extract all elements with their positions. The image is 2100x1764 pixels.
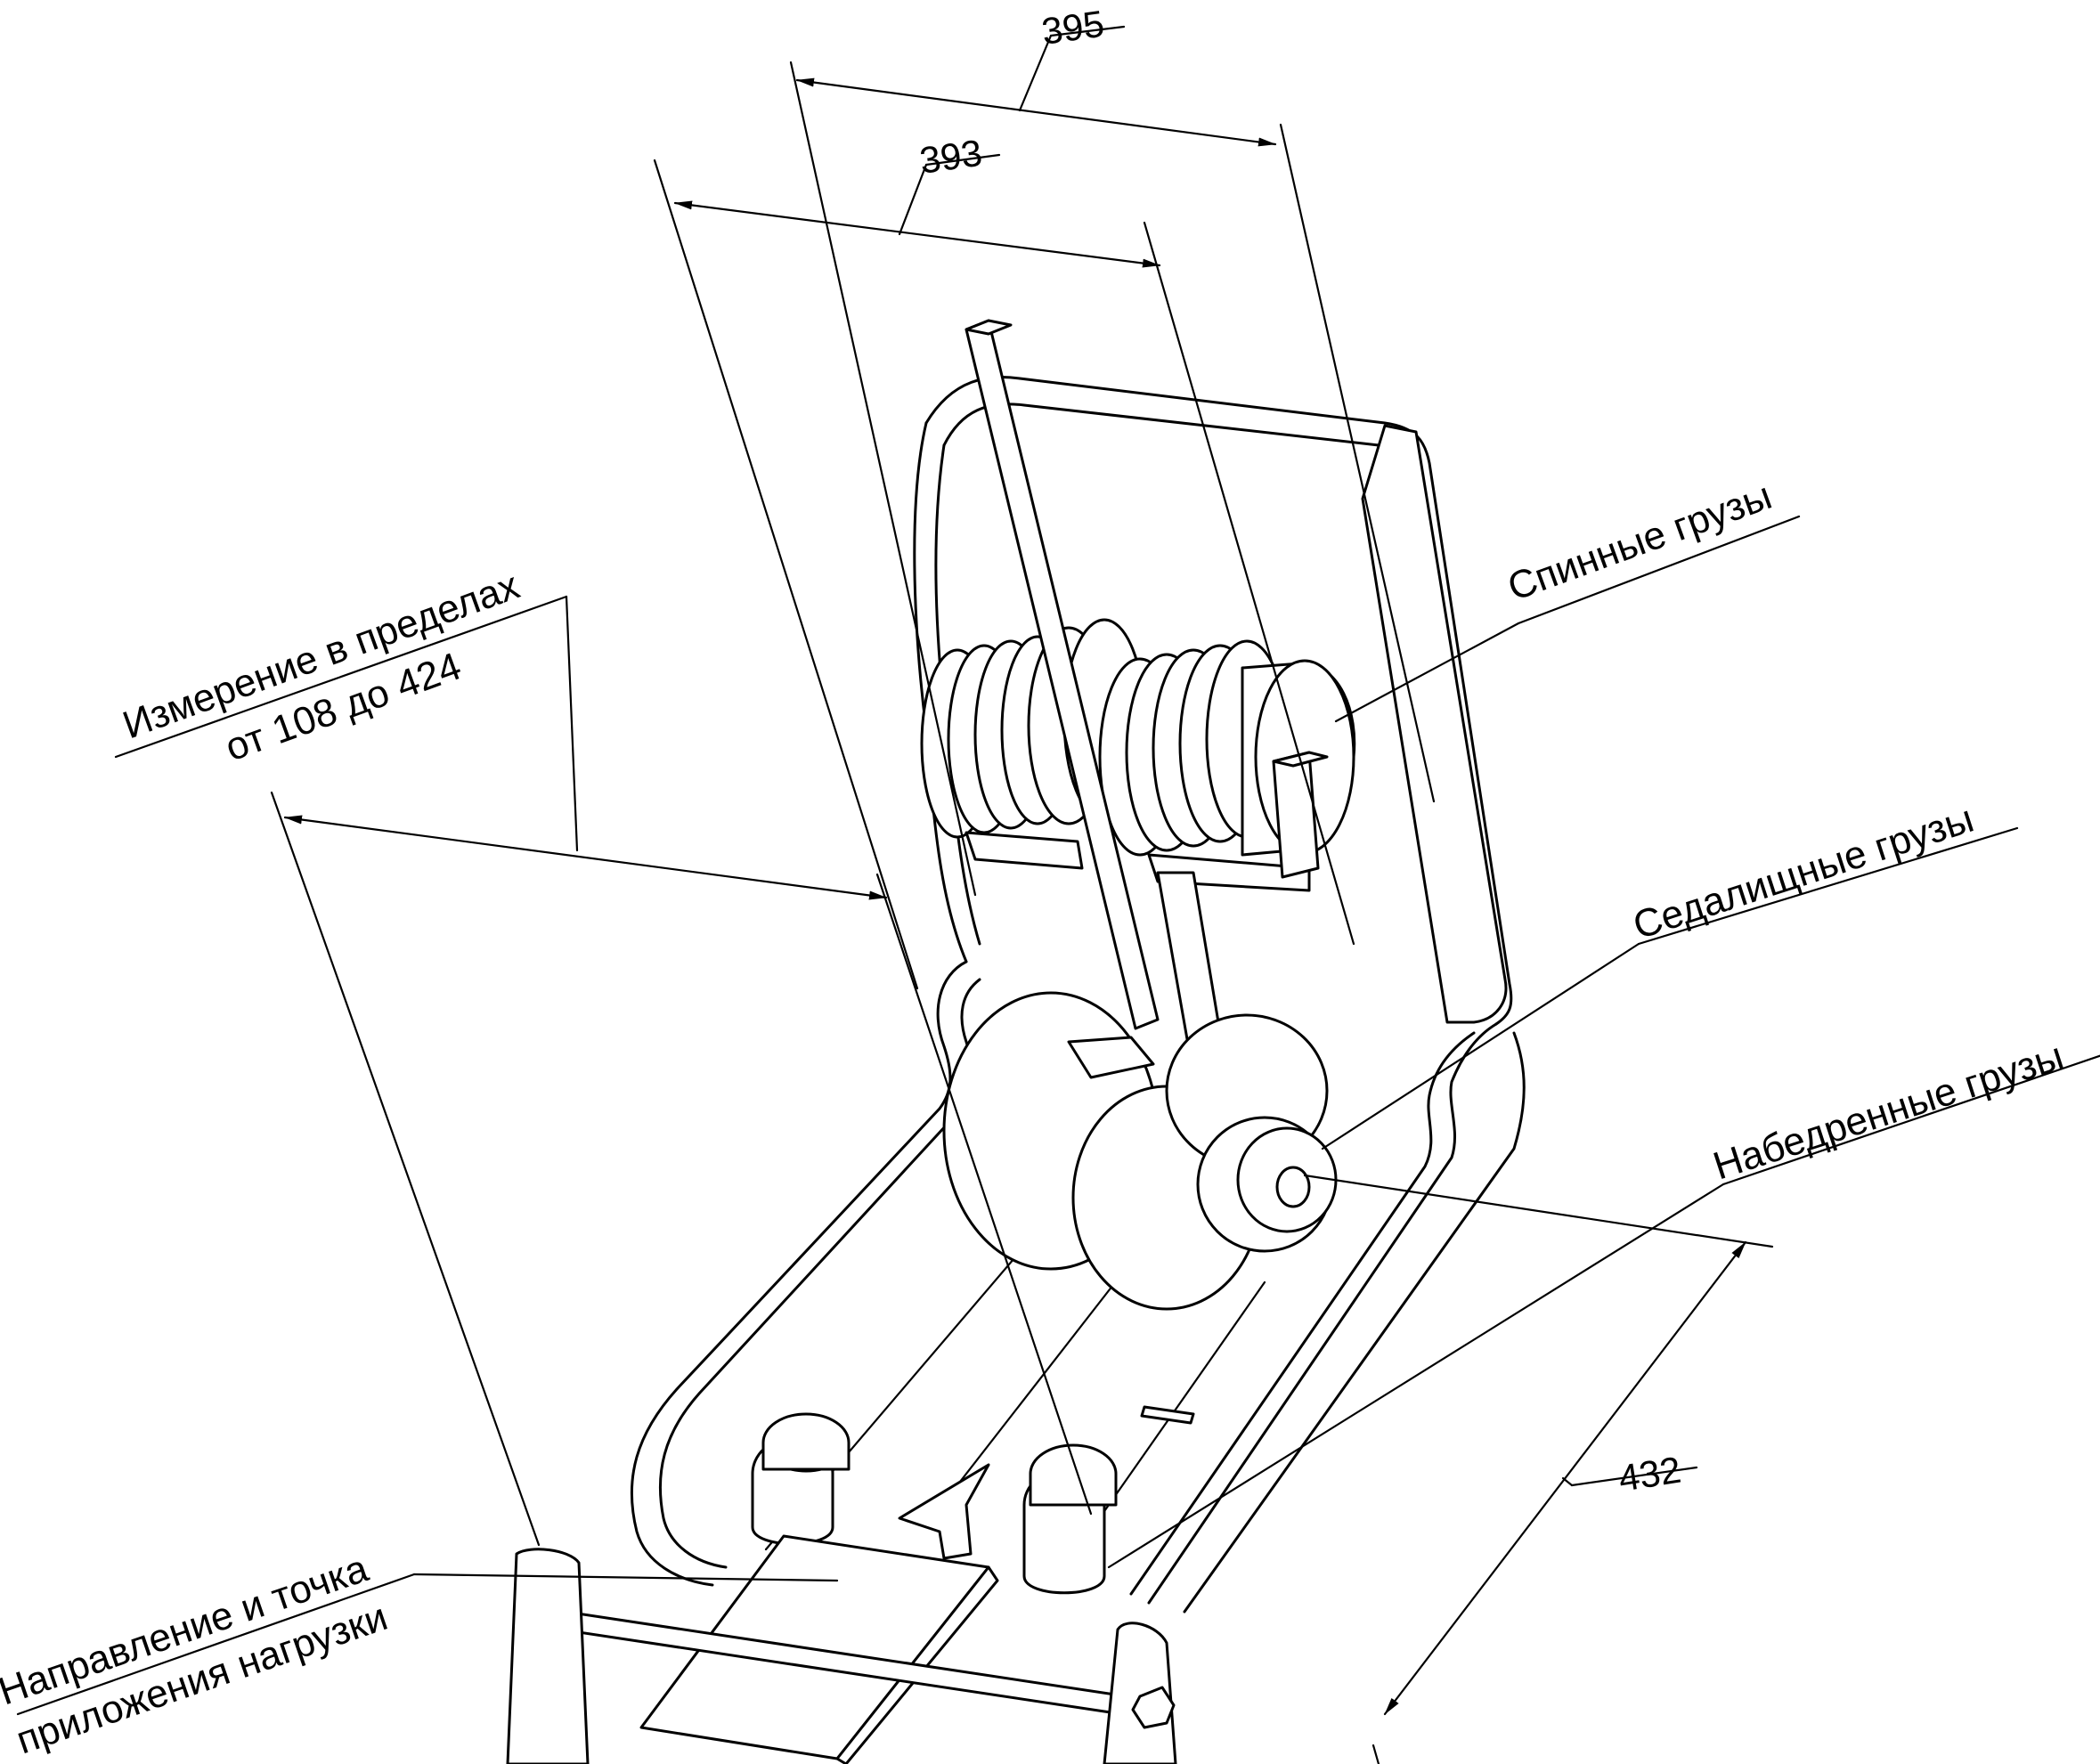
seat-floor-line-2 <box>933 1272 1124 1516</box>
dimension-432: 432 <box>1616 1449 1684 1500</box>
dimension-lines <box>16 25 2100 1764</box>
seat-pan-right-outer <box>1183 1031 1526 1614</box>
dimension-text: 395 393 432 <box>917 3 1684 1500</box>
seat-floor-slot <box>1140 1405 1195 1425</box>
hip-pivot-hub <box>1275 1166 1311 1208</box>
weight-bracket <box>965 831 1084 870</box>
thigh-weight-right <box>1022 1443 1118 1595</box>
left-upright <box>506 1548 590 1764</box>
torso-bar-top <box>965 319 1013 336</box>
bolt-head <box>1131 1686 1176 1729</box>
dimension-395: 395 <box>1039 3 1107 53</box>
dimension-395-line <box>795 77 1277 147</box>
dimension-393-line <box>673 200 1161 268</box>
measure-range-line <box>283 815 888 900</box>
torso-joint-plate <box>1067 1036 1155 1079</box>
right-upright <box>1103 1622 1177 1764</box>
back-weights-right <box>1098 639 1356 857</box>
seat-pan-right <box>1147 1022 1498 1605</box>
label-thigh-weights: Набедренные грузы <box>1708 1034 2069 1188</box>
load-arrow-shape <box>898 1463 990 1560</box>
dimension-393: 393 <box>917 132 985 182</box>
dimension-432-line <box>1383 1240 1747 1716</box>
weight-post-block <box>1272 751 1320 879</box>
h-point-machine <box>506 319 1526 1764</box>
thigh-weight-left <box>751 1412 851 1546</box>
seat-pan-right-inner <box>1129 1031 1476 1596</box>
back-pan-right-flange <box>1361 424 1508 1024</box>
seat-pan <box>630 960 968 1587</box>
label-back-weights: Спинные грузы <box>1502 474 1778 609</box>
label-seat-weights: Седалищные грузы <box>1628 797 1979 948</box>
seat-pan-inner <box>658 978 981 1569</box>
